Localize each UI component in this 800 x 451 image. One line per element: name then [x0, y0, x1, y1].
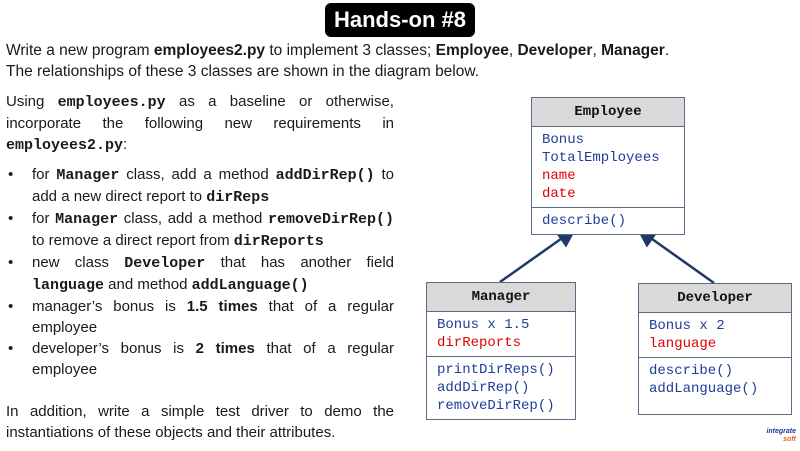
employee-methods: describe() [532, 208, 684, 234]
requirements-text: Using employees.py as a baseline or othe… [6, 91, 394, 443]
field: language [649, 336, 717, 352]
field: dirReports [437, 335, 522, 351]
logo-line-2: soft [783, 436, 796, 443]
employee-class-name: Employee [532, 98, 684, 127]
manager-inherits-arrow [499, 227, 577, 284]
method: removeDirRep() [437, 398, 555, 414]
field: name [542, 168, 576, 184]
method: describe() [542, 213, 627, 229]
developer-class-name: Developer [639, 284, 791, 313]
employee-class-box: Employee Bonus TotalEmployees name date … [531, 97, 685, 235]
logo-line-1: integrate [766, 428, 796, 435]
requirements-list: for Manager class, add a method addDirRe… [6, 164, 394, 380]
manager-class-box: Manager Bonus x 1.5 dirReports printDirR… [426, 282, 576, 420]
developer-methods: describe() addLanguage() [639, 358, 791, 414]
field: TotalEmployees [542, 150, 660, 166]
field: Bonus x 2 [649, 318, 725, 334]
slide-title: Hands-on #8 [325, 3, 475, 37]
developer-class-box: Developer Bonus x 2 language describe() … [638, 283, 792, 415]
manager-methods: printDirReps() addDirRep() removeDirRep(… [427, 357, 575, 419]
method: addLanguage() [649, 381, 759, 397]
requirement-item: for Manager class, add a method addDirRe… [6, 164, 394, 208]
requirement-item: new class Developer that has another fie… [6, 252, 394, 296]
requirement-item: developer’s bonus is 2 times that of a r… [6, 338, 394, 380]
manager-fields: Bonus x 1.5 dirReports [427, 312, 575, 357]
manager-class-name: Manager [427, 283, 575, 312]
employee-fields: Bonus TotalEmployees name date [532, 127, 684, 208]
field: Bonus x 1.5 [437, 317, 530, 333]
method: addDirRep() [437, 380, 530, 396]
method: describe() [649, 363, 734, 379]
intro-text: Write a new program employees2.py to imp… [6, 40, 796, 82]
requirements-paragraph: Using employees.py as a baseline or othe… [6, 93, 394, 154]
closing-paragraph: In addition, write a simple test driver … [6, 403, 394, 441]
method: printDirReps() [437, 362, 555, 378]
field: Bonus [542, 132, 585, 148]
intro-line-2: The relationships of these 3 classes are… [6, 63, 480, 80]
developer-fields: Bonus x 2 language [639, 313, 791, 358]
requirement-item: manager’s bonus is 1.5 times that of a r… [6, 296, 394, 338]
intro-line-1: Write a new program employees2.py to imp… [6, 42, 670, 59]
integrate-soft-logo: integrate soft [740, 428, 796, 446]
developer-inherits-arrow [636, 227, 715, 285]
requirement-item: for Manager class, add a method removeDi… [6, 208, 394, 252]
field: date [542, 186, 576, 202]
